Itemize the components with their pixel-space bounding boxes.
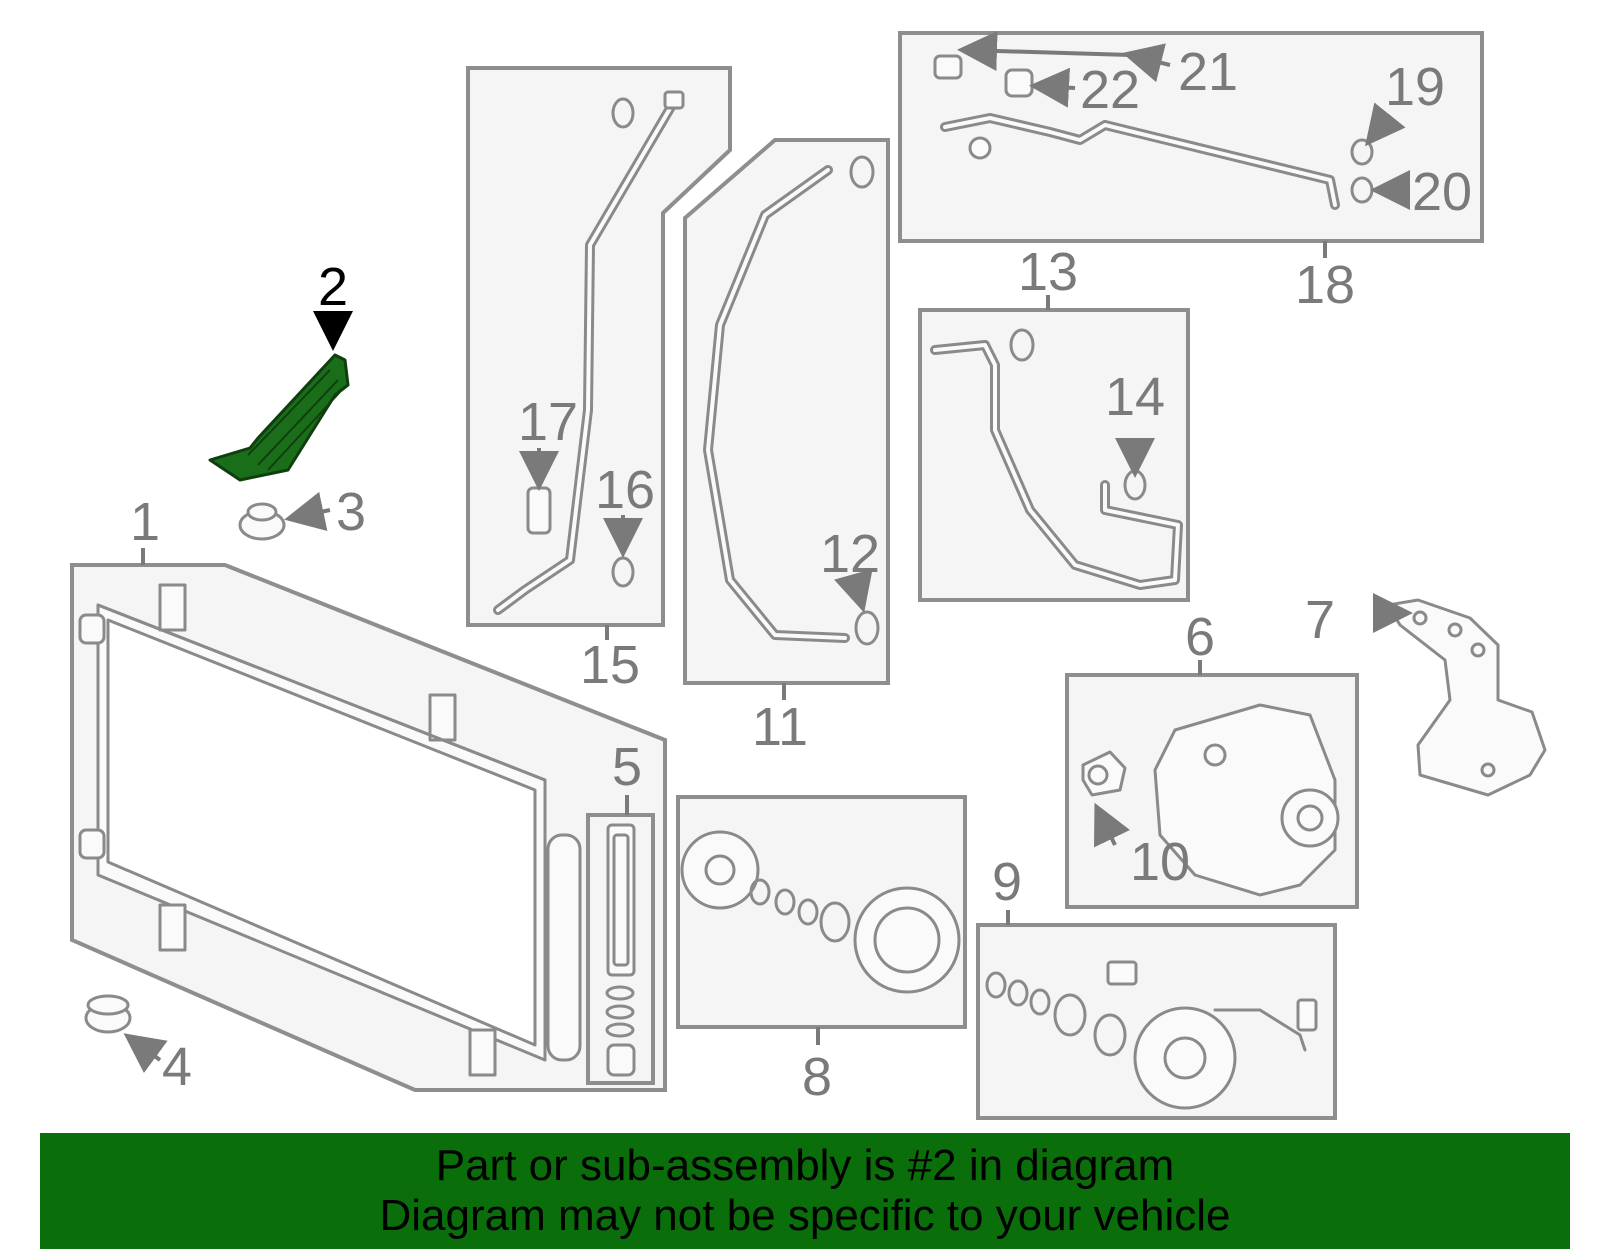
callout-20: 20 — [1412, 162, 1472, 222]
callout-10: 10 — [1130, 832, 1190, 892]
callout-5: 5 — [612, 737, 642, 797]
callout-9: 9 — [992, 852, 1022, 912]
disclaimer-banner: Part or sub-assembly is #2 in diagram Di… — [40, 1133, 1570, 1249]
banner-line-1: Part or sub-assembly is #2 in diagram — [435, 1141, 1175, 1190]
callout-12: 12 — [820, 524, 880, 584]
callout-15: 15 — [580, 635, 640, 695]
highlighted-part-2 — [208, 353, 350, 482]
compressor-bracket-part-7 — [1386, 598, 1547, 797]
condenser-assembly — [70, 563, 667, 1092]
field-coil-group-9 — [976, 923, 1337, 1120]
callout-21: 21 — [1178, 42, 1238, 102]
callout-4: 4 — [162, 1037, 192, 1097]
callout-3: 3 — [336, 482, 366, 542]
callout-11: 11 — [752, 697, 808, 757]
callout-19: 19 — [1385, 57, 1445, 117]
callout-8: 8 — [802, 1047, 832, 1107]
callout-17: 17 — [518, 392, 578, 452]
suction-hose-group-13 — [918, 308, 1190, 602]
callout-16: 16 — [595, 460, 655, 520]
parts-diagram: 1 2 3 4 5 6 7 8 9 10 11 12 13 14 15 16 1… — [70, 30, 1547, 1120]
banner-line-2: Diagram may not be specific to your vehi… — [379, 1191, 1231, 1240]
discharge-hose-group-11 — [683, 138, 890, 685]
clutch-group-8 — [676, 795, 967, 1029]
grommet-part-3 — [238, 502, 286, 541]
callout-2: 2 — [318, 257, 348, 317]
callout-6: 6 — [1185, 607, 1215, 667]
callout-14: 14 — [1105, 367, 1165, 427]
leader-arrows — [123, 30, 1413, 1074]
callout-7: 7 — [1305, 590, 1335, 650]
callout-18: 18 — [1295, 255, 1355, 315]
grommet-part-4 — [84, 994, 132, 1034]
compressor-group-6 — [1065, 673, 1359, 909]
desiccant-kit-part-5 — [586, 813, 655, 1085]
callout-1: 1 — [130, 492, 160, 552]
callout-13: 13 — [1018, 242, 1078, 302]
callout-22: 22 — [1080, 60, 1140, 120]
